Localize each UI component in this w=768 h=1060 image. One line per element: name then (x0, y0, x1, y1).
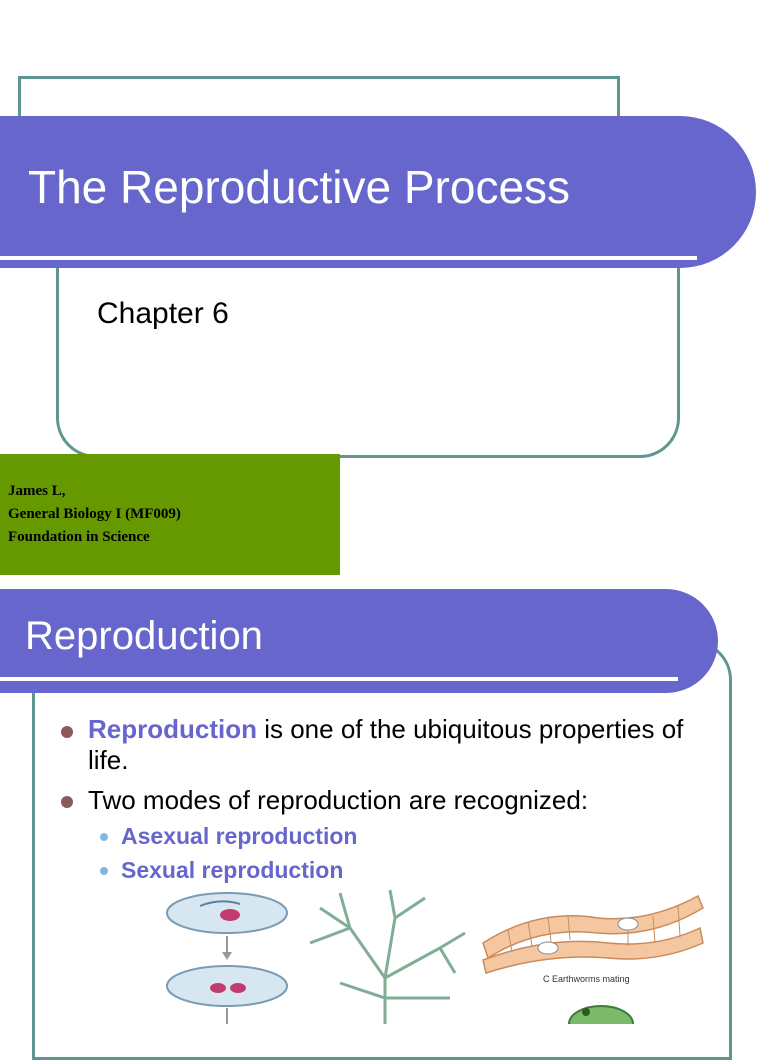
bullet-dot (61, 796, 73, 808)
title-underline (0, 677, 678, 681)
slide1-content-box (56, 268, 680, 458)
earthworms-illustration (482, 894, 704, 974)
slide1-title: The Reproductive Process (28, 161, 571, 213)
sub-bullet-item: Sexual reproduction (121, 857, 344, 883)
bullet-item: Reproduction is one of the ubiquitous pr… (88, 714, 708, 776)
slide1-frame (18, 76, 620, 116)
sub-bullet-item: Asexual reproduction (121, 823, 358, 849)
slide1-subtitle: Chapter 6 (97, 297, 229, 330)
program-name: Foundation in Science (8, 529, 150, 545)
figure-caption: C Earthworms mating (543, 974, 630, 984)
sub-bullet-dot (100, 867, 108, 875)
bullet-keyword: Reproduction (88, 714, 257, 744)
author-box: James L, General Biology I (MF009) Found… (0, 454, 340, 575)
bullet-dot (61, 726, 73, 738)
frog-illustration (568, 1005, 634, 1024)
slide2-title: Reproduction (25, 614, 263, 658)
paramecium-fission-illustration (166, 892, 288, 1024)
course-name: General Biology I (MF009) (8, 506, 181, 522)
sub-bullet-dot (100, 833, 108, 841)
title-underline (0, 256, 697, 260)
slide1-title-band (0, 116, 756, 268)
slide2-title-band (0, 589, 718, 693)
bullet-text: is one of the ubiquitous properties of l… (88, 714, 684, 775)
bullet-item: Two modes of reproduction are recognized… (88, 785, 708, 816)
hydra-budding-illustration (309, 889, 466, 1024)
author-name: James L, (8, 483, 66, 499)
bullet-text: Two modes of reproduction are recognized… (88, 785, 589, 815)
